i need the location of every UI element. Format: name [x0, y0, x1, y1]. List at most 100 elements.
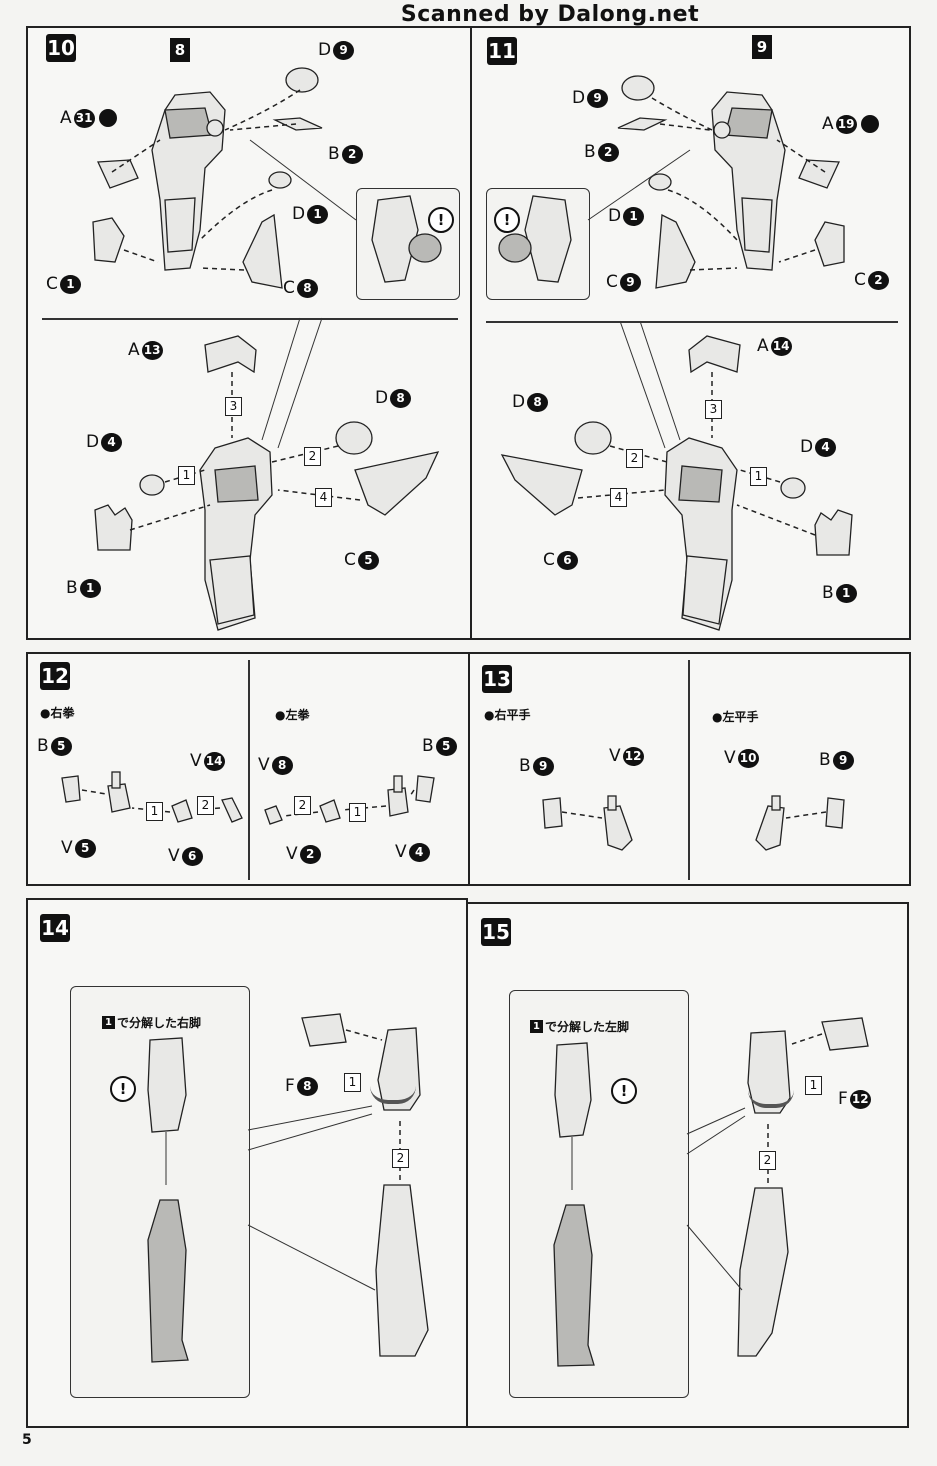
- caution-icon: !: [110, 1076, 136, 1102]
- step-10-lower-arm-part: [199, 437, 273, 631]
- step-11-part-d1: [648, 173, 672, 191]
- step-ref-badge: 1: [102, 1016, 115, 1029]
- step-15-number: 15: [481, 918, 511, 946]
- sequence-1: 1: [178, 466, 195, 485]
- rotate-arrow-icon: [370, 1086, 416, 1104]
- step-10-detail-illustration: [371, 195, 442, 283]
- caution-icon: !: [494, 207, 520, 233]
- step-11-part-a14: [688, 335, 741, 374]
- sequence-4: 4: [610, 488, 627, 507]
- step-11-part-c6: [500, 454, 583, 516]
- step-10-part-d1: [268, 171, 292, 189]
- step-13-number: 13: [482, 665, 512, 693]
- step-10-part-c5: [354, 451, 440, 516]
- step-10-part-b1: [94, 504, 133, 551]
- step-11-part-a19: [798, 159, 840, 189]
- step-15-detached-left-leg: [554, 1042, 592, 1190]
- step-15-left-leg-assembled: [737, 1017, 869, 1357]
- sequence-1: 1: [349, 803, 366, 822]
- sequence-2: 2: [392, 1149, 409, 1168]
- step-12-number: 12: [40, 662, 70, 690]
- step-10-target-part: 8: [170, 38, 190, 62]
- watermark-text: Scanned by Dalong.net: [400, 2, 700, 27]
- step-12-left-fist-parts: [264, 775, 435, 825]
- step-14-sub-caption: 1 で分解した右脚: [102, 1014, 201, 1031]
- step-15-leg-frame-detail: [553, 1204, 595, 1367]
- step-10-part-c1: [92, 217, 125, 263]
- right-open-hand-caption: ●右平手: [484, 708, 531, 722]
- sequence-2: 2: [304, 447, 321, 466]
- sequence-1: 1: [146, 802, 163, 821]
- step-10-part-d8: [335, 421, 373, 455]
- step-10-number: 10: [46, 34, 76, 62]
- left-fist-caption: ●左拳: [275, 708, 310, 722]
- step-11-part-c2: [814, 221, 845, 267]
- step-10-upper-arm-part: [151, 91, 226, 271]
- right-fist-caption: ●右拳: [40, 706, 75, 720]
- step-11-part-d4: [780, 477, 806, 499]
- step-11-part-b1: [814, 509, 853, 556]
- sequence-2: 2: [759, 1151, 776, 1170]
- step-10-part-d9: [285, 67, 319, 93]
- step-14-leg-frame-detail: [147, 1199, 189, 1363]
- step-11-part-c9: [655, 213, 696, 289]
- cut-tool-icon: [860, 115, 879, 133]
- step-13-divider: [688, 660, 690, 880]
- sequence-3: 3: [225, 397, 242, 416]
- caution-icon: !: [611, 1078, 637, 1104]
- step-11-part-b2: [617, 117, 668, 131]
- step-11-number: 11: [487, 37, 517, 65]
- sequence-2: 2: [197, 796, 214, 815]
- sequence-3: 3: [705, 400, 722, 419]
- step-10-divider: [42, 318, 458, 320]
- step-15-sub-caption: 1 で分解した左脚: [530, 1018, 629, 1035]
- cut-tool-icon: [98, 109, 117, 127]
- step-12-divider: [248, 660, 250, 880]
- caution-icon: !: [428, 207, 454, 233]
- step-10-part-a31: [97, 159, 139, 189]
- sequence-1: 1: [750, 467, 767, 486]
- step-10-part-d4: [139, 474, 165, 496]
- step-10-part-b2: [272, 117, 323, 131]
- step-11-upper-arm-part: [711, 91, 786, 271]
- sequence-1: 1: [344, 1073, 361, 1092]
- step-11-detail-illustration: [498, 195, 572, 283]
- step-13-left-open-hand-parts: [755, 795, 845, 851]
- step-11-guide-lines: [651, 97, 826, 271]
- sequence-1: 1: [805, 1076, 822, 1095]
- step-14-right-leg-assembled: [301, 1013, 429, 1357]
- step-10-guide-lines: [111, 89, 301, 271]
- sequence-4: 4: [315, 488, 332, 507]
- step-11-lower-arm-part: [664, 437, 738, 631]
- sequence-2: 2: [294, 796, 311, 815]
- step-11-divider: [486, 321, 898, 323]
- step-10-part-c8: [242, 213, 283, 289]
